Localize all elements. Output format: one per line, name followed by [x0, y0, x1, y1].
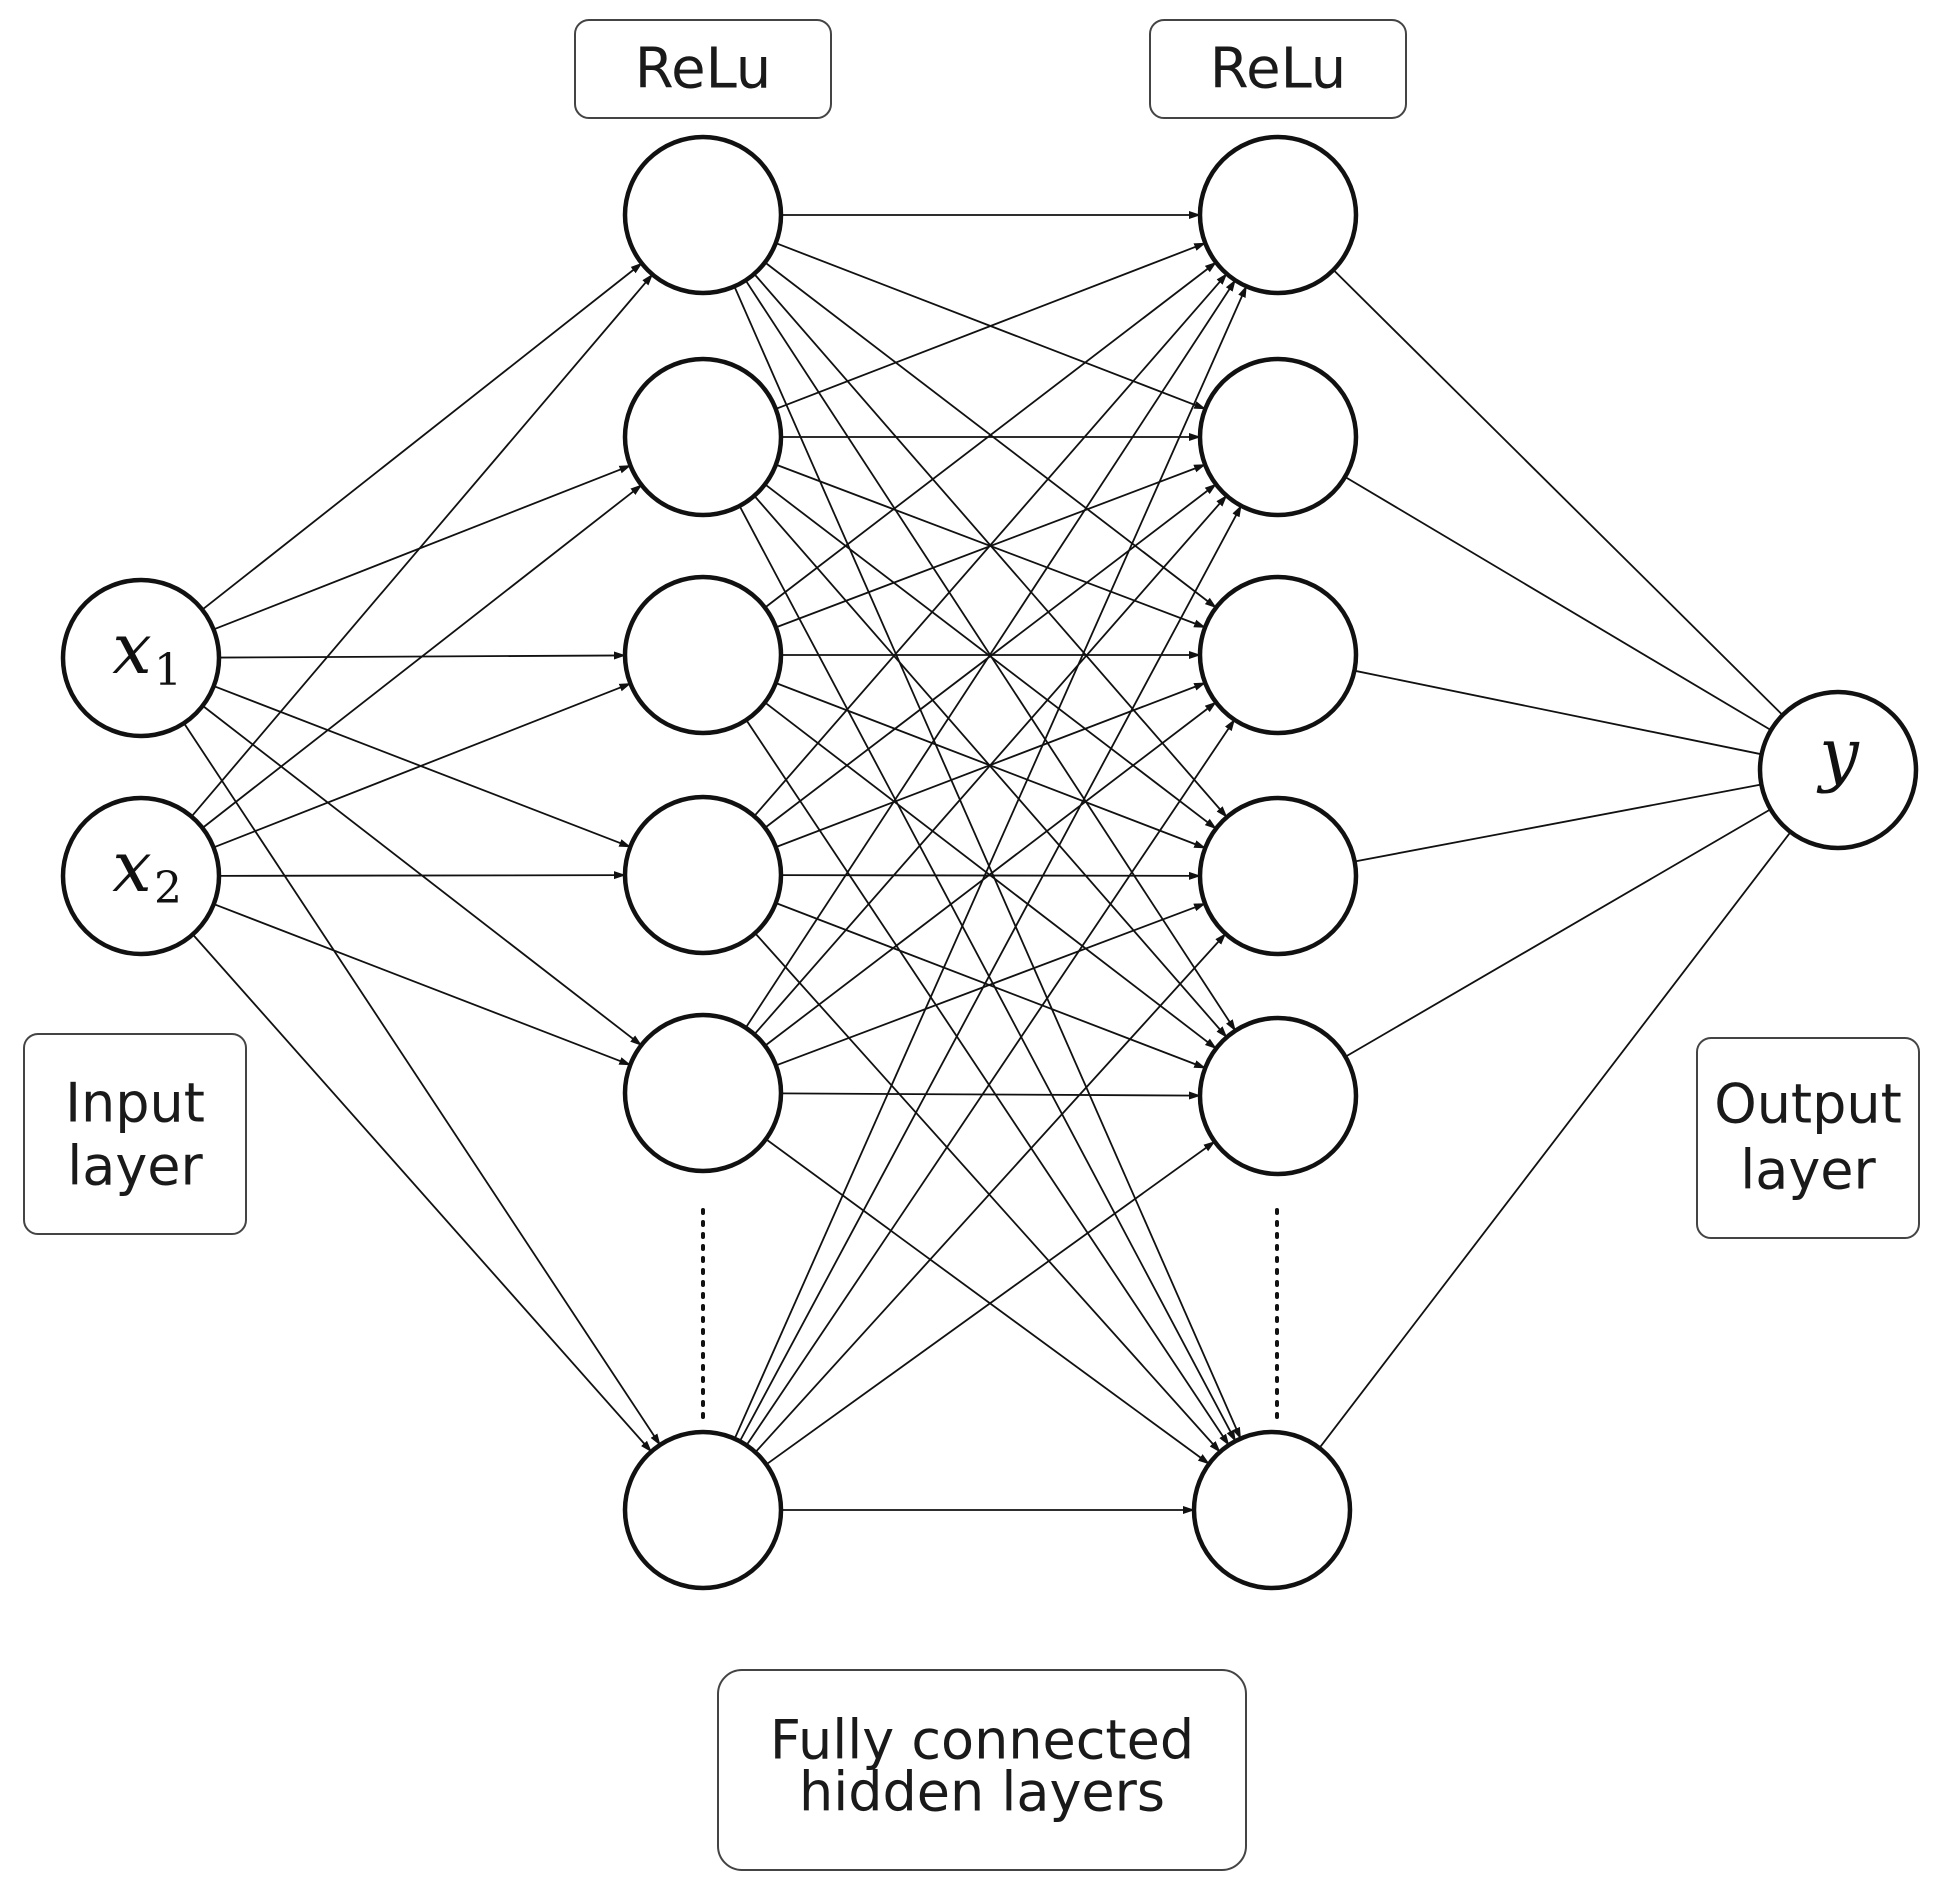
- input-node-2-var: x: [112, 826, 151, 908]
- edge-input-1-to-hidden1-1: [201, 262, 643, 611]
- edge-hidden2-3-to-output: [1354, 669, 1762, 756]
- hidden-layers-label-line2: hidden layers: [799, 1761, 1165, 1824]
- hidden-layer-1-node-6: [622, 1429, 784, 1591]
- edge-input-2-to-hidden1-2: [201, 484, 643, 829]
- edge-hidden1-6-to-hidden2-4: [754, 933, 1227, 1453]
- edge-input-2-to-hidden1-3: [213, 682, 632, 849]
- input-node-2-sub: 2: [154, 863, 182, 914]
- output-node: [1757, 689, 1919, 851]
- input-layer-label-line1: Input: [65, 1072, 205, 1135]
- edge-hidden1-5-to-hidden2-3: [764, 701, 1217, 1047]
- edge-hidden1-5-to-hidden2-6: [765, 1138, 1210, 1465]
- hidden-layer-1-node-4: [622, 794, 784, 956]
- output-layer-label-line1: Output: [1714, 1073, 1902, 1136]
- relu-label-box-2: ReLu: [1149, 19, 1407, 119]
- hidden-layer-2-node-2: [1197, 356, 1359, 518]
- hidden-layer-1-node-1: [622, 134, 784, 296]
- hidden-layers-label-box: Fully connected hidden layers: [717, 1669, 1247, 1871]
- edge-hidden2-6-to-output: [1318, 831, 1792, 1449]
- output-layer-label-box: Output layer: [1696, 1037, 1920, 1239]
- edge-hidden1-3-to-hidden2-1: [764, 261, 1217, 609]
- edge-hidden2-4-to-output: [1354, 783, 1762, 863]
- edge-input-2-to-hidden1-4: [218, 871, 627, 880]
- edge-hidden1-6-to-hidden2-5: [765, 1140, 1216, 1466]
- input-node-1-var: x: [112, 608, 151, 690]
- input-node-2: [60, 795, 222, 957]
- hidden-layer-2-node-6: [1191, 1429, 1353, 1591]
- hidden-layer-1-node-2: [622, 356, 784, 518]
- edge-input-2-to-hidden1-5: [213, 903, 632, 1066]
- hidden-layer-2-node-3: [1197, 574, 1359, 736]
- edge-input-1-to-hidden1-4: [213, 685, 632, 848]
- input-layer-label-line2: layer: [67, 1135, 203, 1198]
- edge-hidden2-2-to-output: [1344, 476, 1772, 731]
- hidden-layer-2-node-5: [1197, 1015, 1359, 1177]
- edge-hidden1-3-to-hidden2-6: [745, 719, 1230, 1446]
- edge-hidden1-5-to-hidden2-1: [744, 279, 1237, 1029]
- edge-hidden1-4-to-hidden2-6: [754, 932, 1221, 1453]
- hidden-layer-2-node-1: [1197, 134, 1359, 296]
- hidden-layer-1-node-3: [622, 574, 784, 736]
- hidden-layers-label-line1: Fully connected: [770, 1709, 1194, 1772]
- edge-hidden1-2-to-hidden2-1: [775, 242, 1207, 410]
- edge-hidden2-5-to-output: [1344, 808, 1772, 1058]
- edge-hidden1-5-to-hidden2-4: [775, 902, 1206, 1067]
- edge-hidden1-4-to-hidden2-1: [753, 273, 1228, 817]
- edge-input-2-to-hidden1-6: [192, 933, 652, 1453]
- relu-label-2: ReLu: [1210, 37, 1347, 102]
- relu-label-1: ReLu: [635, 37, 772, 102]
- edge-hidden1-2-to-hidden2-5: [753, 495, 1228, 1038]
- input-layer-label-box: Input layer: [23, 1033, 247, 1235]
- connections: [183, 211, 1792, 1514]
- edge-input-1-to-hidden1-6: [183, 722, 661, 1446]
- edge-hidden1-5-to-hidden2-5: [780, 1091, 1202, 1100]
- input-node-1: [60, 577, 222, 739]
- edge-hidden1-2-to-hidden2-6: [738, 505, 1237, 1442]
- hidden-layer-1-node-5: [622, 1012, 784, 1174]
- hidden-layer-2-node-4: [1197, 795, 1359, 957]
- output-node-var: y: [1816, 713, 1860, 795]
- edge-hidden1-6-to-hidden2-3: [745, 718, 1236, 1446]
- output-layer-label-line2: layer: [1740, 1139, 1876, 1202]
- relu-label-box-1: ReLu: [574, 19, 832, 119]
- edge-hidden1-6-to-hidden2-2: [739, 504, 1242, 1442]
- edge-input-2-to-hidden1-1: [190, 273, 654, 818]
- nodes: [60, 134, 1919, 1591]
- edge-hidden1-1-to-hidden2-6: [733, 286, 1242, 1440]
- edge-hidden2-1-to-output: [1332, 269, 1784, 716]
- edge-hidden1-5-to-hidden2-2: [753, 494, 1228, 1035]
- edge-hidden1-4-to-hidden2-2: [764, 483, 1217, 829]
- edge-hidden1-6-to-hidden2-1: [733, 285, 1248, 1440]
- input-node-1-sub: 1: [154, 645, 182, 696]
- edge-hidden1-4-to-hidden2-5: [775, 902, 1207, 1069]
- edge-hidden1-4-to-hidden2-4: [780, 871, 1202, 880]
- edge-input-1-to-hidden1-2: [213, 464, 632, 631]
